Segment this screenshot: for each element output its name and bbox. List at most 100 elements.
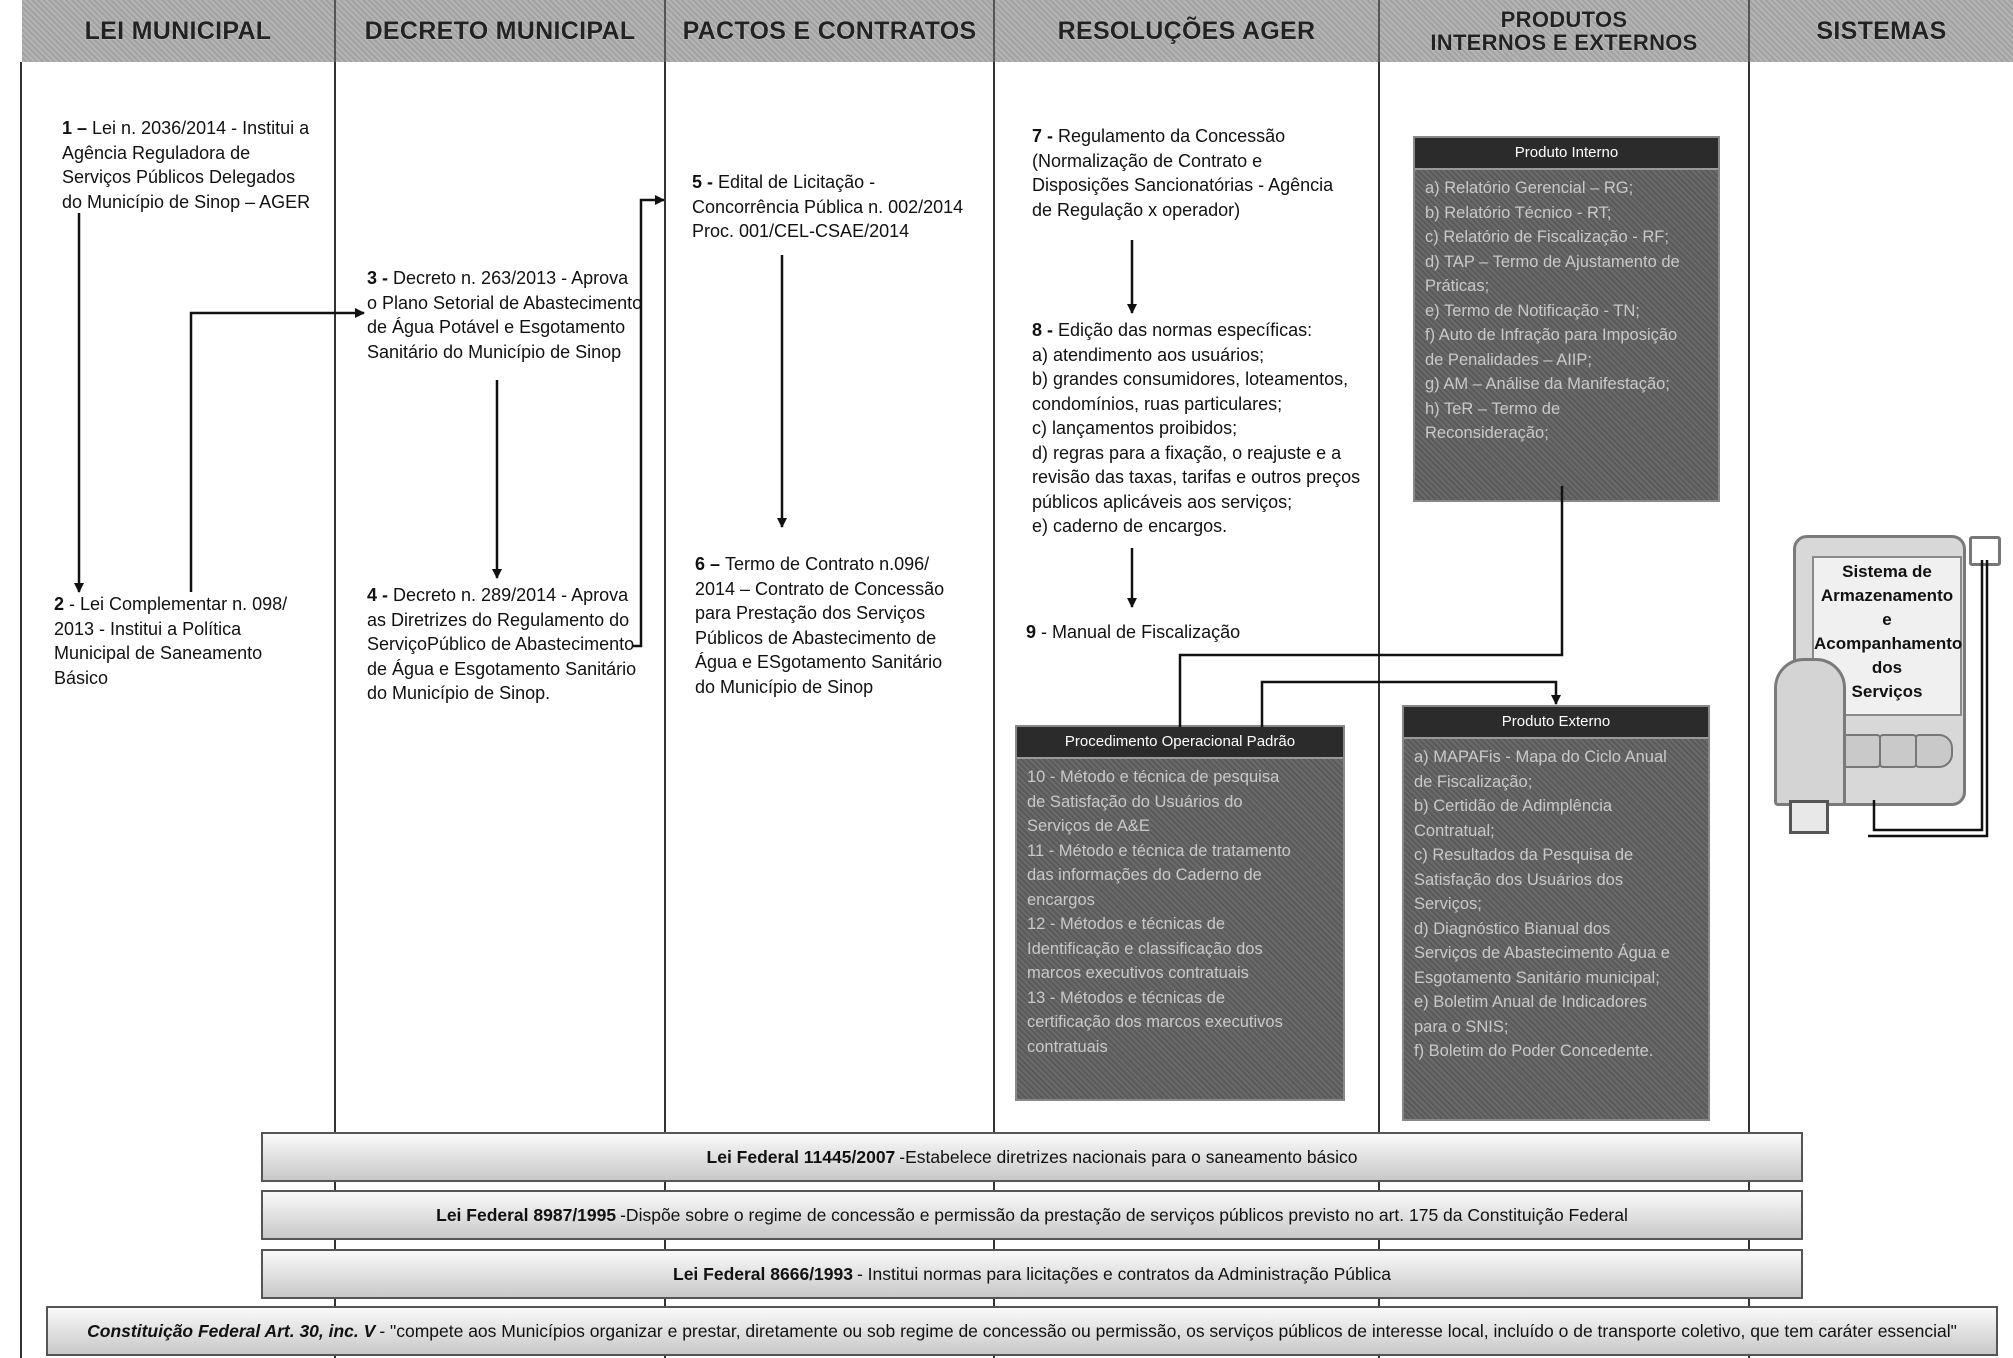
procedimento-operacional-line: 11 - Método e técnica de tratamento [1027,841,1291,860]
pactos-item-6-line: 2014 – Contrato de Concessão [695,578,945,599]
resolucao-item-8-line: condomínios, ruas particulares; [1032,393,1283,414]
header-resolucoes-ager: RESOLUÇÕES AGER [995,0,1380,62]
column-divider [334,62,336,1358]
produto-interno-line: Práticas; [1425,277,1490,295]
lei-item-2-line: - Lei Complementar n. 098/ [64,594,288,614]
lei-item-1: 1 – Lei n. 2036/2014 - Institui a Agênci… [62,116,332,214]
sistema-line: Sistema de [1842,562,1932,581]
usb-connector-icon [1789,800,1829,834]
column-divider [20,62,22,1358]
item-number: 6 – [695,554,726,574]
procedimento-operacional-list: 10 - Método e técnica de pesquisa de Sati… [1017,759,1343,1065]
resolucao-item-7-line: (Normalização de Contrato e [1032,150,1263,171]
pactos-item-5-line: Edital de Licitação - [718,172,876,192]
procedimento-operacional-line: 10 - Método e técnica de pesquisa [1027,768,1280,786]
column-divider [1748,62,1750,1358]
device-button [1843,734,1881,768]
cable-plug-icon [1969,536,2001,566]
produto-interno-title: Produto Interno [1415,138,1718,170]
lei-federal-8987-title: Lei Federal 8987/1995 [436,1204,617,1225]
produto-externo-line: de Fiscalização; [1414,772,1533,791]
item-number: 2 [54,594,65,614]
produto-interno-line: e) Termo de Notificação - TN; [1425,301,1640,320]
pactos-item-5: 5 - Edital de Licitação - Concorrência P… [692,170,990,244]
produto-interno-line: h) TeR – Termo de [1425,399,1561,418]
item-number: 5 - [692,172,719,192]
produto-externo-line: Serviços; [1414,895,1482,913]
procedimento-operacional-line: das informações do Caderno de [1027,866,1262,884]
item-number: 3 - [367,268,394,288]
pactos-item-6-line: Termo de Contrato n.096/ [725,554,930,574]
lei-federal-8987-desc: -Dispõe sobre o regime de concessão e pe… [620,1204,1628,1225]
produto-interno-line: g) AM – Análise da Manifestação; [1425,375,1670,393]
produto-interno-line: b) Relatório Técnico - RT; [1425,203,1612,222]
produto-interno-list: a) Relatório Gerencial – RG; b) Relatório… [1415,170,1718,452]
lei-federal-11445-title: Lei Federal 11445/2007 [706,1146,896,1167]
resolucao-item-8-line: a) atendimento aos usuários; [1032,344,1265,365]
decreto-item-3-line: de Água Potável e Esgotamento [367,317,626,337]
lei-federal-8666-title: Lei Federal 8666/1993 [673,1263,853,1284]
procedimento-operacional-line: 13 - Métodos e técnicas de [1027,988,1226,1007]
produto-externo-line: Contratual; [1414,821,1495,840]
resolucao-item-9-line: - Manual de Fiscalização [1036,622,1241,642]
resolucao-item-8-line: d) regras para a fixação, o reajuste e a [1032,442,1342,463]
produto-interno-line: Reconsideração; [1425,424,1549,442]
lei-item-1-line: do Município de Sinop – AGER [62,191,311,212]
produto-externo-title: Produto Externo [1404,707,1708,739]
header-sistemas: SISTEMAS [1750,0,2013,62]
constituicao-federal-bar: Constituição Federal Art. 30, inc. V- "c… [46,1306,1998,1356]
pactos-item-5-line: Proc. 001/CEL-CSAE/2014 [692,221,910,241]
procedimento-operacional-line: contratuais [1027,1037,1108,1056]
resolucao-item-8-line: b) grandes consumidores, loteamentos, [1032,369,1349,389]
item-number: 9 [1026,622,1037,642]
resolucao-item-7-line: de Regulação x operador) [1032,199,1241,220]
produto-interno-line: de Penalidades – AIIP; [1425,350,1592,369]
lei-item-2-line: Básico [54,667,109,688]
decreto-item-3-line: Sanitário do Município de Sinop [367,341,622,362]
procedimento-operacional-box: Procedimento Operacional Padrão 10 - Mét… [1017,727,1343,1099]
resolucao-item-9: 9 - Manual de Fiscalização [1026,620,1366,645]
resolucao-item-8: 8 - Edição das normas específicas: a) at… [1032,318,1372,539]
produto-interno-box: Produto Interno a) Relatório Gerencial –… [1415,138,1718,500]
pactos-item-6-line: do Município de Sinop [695,676,874,697]
lei-federal-11445-bar: Lei Federal 11445/2007-Estabelece diretr… [261,1132,1803,1182]
header-lei-municipal: LEI MUNICIPAL [22,0,336,62]
resolucao-item-8-line: públicos aplicáveis aos serviços; [1032,491,1293,512]
decreto-item-4-line: Decreto n. 289/2014 - Aprova [393,585,629,605]
item-number: 7 - [1032,126,1059,146]
column-divider [664,62,666,1358]
decreto-item-3-line: Decreto n. 263/2013 - Aprova [393,268,629,288]
resolucao-item-7: 7 - Regulamento da Concessão (Normalizaç… [1032,124,1372,222]
decreto-item-4-line: ServiçoPúblico de Abastecimento [367,634,635,654]
produto-externo-box: Produto Externo a) MAPAFis - Mapa do Cic… [1404,707,1708,1119]
resolucao-item-8-line: e) caderno de encargos. [1032,516,1228,536]
decreto-item-4-line: do Município de Sinop. [367,683,551,703]
header-produtos-line2: INTERNOS E EXTERNOS [1430,30,1698,55]
produto-interno-line: f) Auto de Infração para Imposição [1425,326,1678,344]
device-button [1915,734,1953,768]
procedimento-operacional-line: de Satisfação do Usuários do [1027,792,1243,811]
procedimento-operacional-line: encargos [1027,890,1095,909]
produto-externo-line: Satisfação dos Usuários dos [1414,870,1624,889]
sistema-line: e Acompanhamento [1814,610,1963,653]
procedimento-operacional-line: Identificação e classificação dos [1027,939,1263,958]
lei-item-1-line: Agência Reguladora de [62,142,251,163]
produto-externo-line: Esgotamento Sanitário municipal; [1414,968,1660,987]
decreto-item-3: 3 - Decreto n. 263/2013 - Aprova o Plano… [367,266,663,364]
sistema-line: Armazenamento [1820,586,1954,605]
lei-item-2-line: 2013 - Institui a Política [54,618,242,639]
decreto-item-4-line: as Diretrizes do Regulamento do [367,609,630,630]
lei-federal-8987-bar: Lei Federal 8987/1995-Dispõe sobre o reg… [261,1190,1803,1240]
procedimento-operacional-line: Serviços de A&E [1027,817,1150,835]
procedimento-operacional-line: 12 - Métodos e técnicas de [1027,915,1226,933]
item-number: 8 - [1032,320,1059,340]
produto-interno-line: a) Relatório Gerencial – RG; [1425,179,1634,197]
produto-externo-line: b) Certidão de Adimplência [1414,797,1613,815]
device-button [1879,734,1917,768]
header-produtos: PRODUTOS INTERNOS E EXTERNOS [1380,0,1750,62]
decreto-item-3-line: o Plano Setorial de Abastecimento [367,292,643,313]
produto-interno-line: c) Relatório de Fiscalização - RF; [1425,228,1669,246]
pactos-item-6-line: Públicos de Abastecimento de [695,627,937,648]
constituicao-federal-desc: - "compete aos Municípios organizar e pr… [379,1320,1957,1341]
